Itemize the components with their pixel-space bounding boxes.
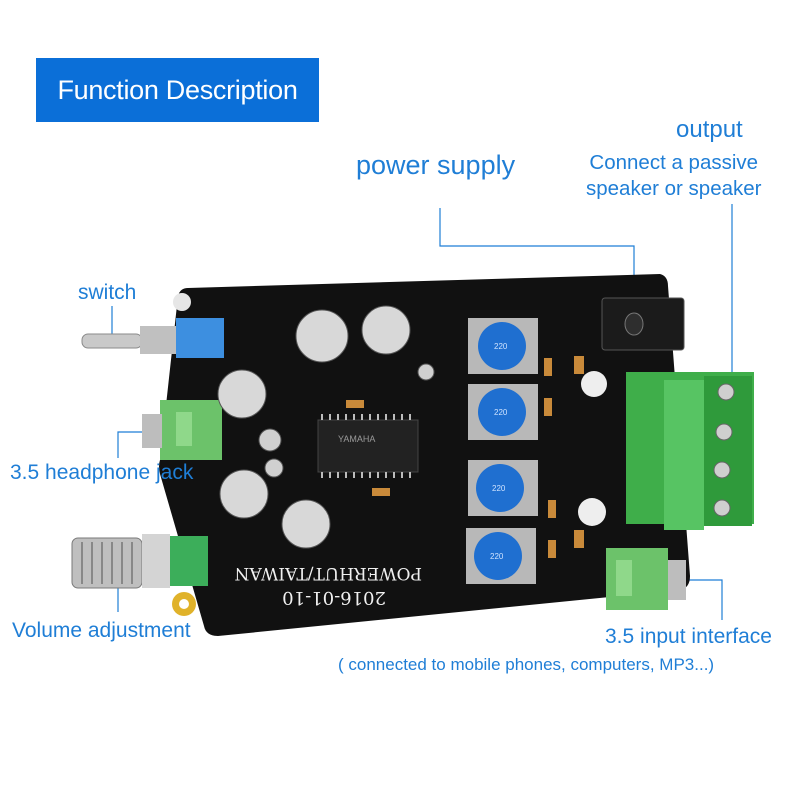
board-maker: POWERHUT/TAIWAN: [234, 563, 422, 583]
label-input-description: ( connected to mobile phones, computers,…: [338, 655, 715, 674]
inductors: 220 220 220 220: [466, 318, 538, 584]
label-output-desc-line2: speaker or speaker: [586, 177, 762, 200]
toggle-switch: [81, 318, 224, 358]
inductor-code: 220: [494, 342, 508, 351]
headphone-jack: [142, 400, 222, 460]
inductor: 220: [466, 528, 536, 584]
input-callout-line: [688, 579, 723, 620]
input-jack: [606, 548, 686, 610]
volume-knob: [71, 534, 208, 589]
amplifier-chip: YAMAHA: [317, 414, 419, 478]
inductor-code: 220: [494, 408, 508, 417]
label-output: output: [676, 116, 743, 143]
label-output-description: Connect a passive speaker or speaker: [586, 150, 761, 202]
switch-callout-line: [111, 306, 142, 339]
mount-hole: [581, 371, 607, 397]
label-headphone-jack: 3.5 headphone jack: [10, 461, 194, 484]
inductor: 220: [468, 384, 538, 440]
inductor: 220: [468, 318, 538, 374]
silkscreen: 2016-01-10 POWERHUT/TAIWAN: [234, 563, 422, 608]
inductor-code: 220: [492, 484, 506, 493]
smd-components: [346, 356, 584, 558]
mount-hole: [578, 498, 606, 526]
label-output-desc-line1: Connect a passive: [589, 151, 759, 174]
inductor: 220: [468, 460, 538, 516]
title-banner: Function Description: [36, 58, 319, 122]
pcb: [159, 274, 690, 636]
chip-label: YAMAHA: [338, 434, 375, 444]
inductor-code: 220: [490, 552, 504, 561]
label-power-supply: power supply: [356, 150, 516, 180]
page-title: Function Description: [57, 74, 298, 105]
dc-power-jack: [601, 297, 685, 351]
label-volume-adjustment: Volume adjustment: [12, 619, 191, 642]
capacitors: [217, 305, 435, 549]
speaker-terminal-block: [626, 372, 754, 530]
label-switch: switch: [78, 281, 137, 304]
label-input-interface: 3.5 input interface: [605, 625, 772, 648]
mount-hole: [173, 293, 191, 311]
board-date: 2016-01-10: [282, 587, 386, 608]
